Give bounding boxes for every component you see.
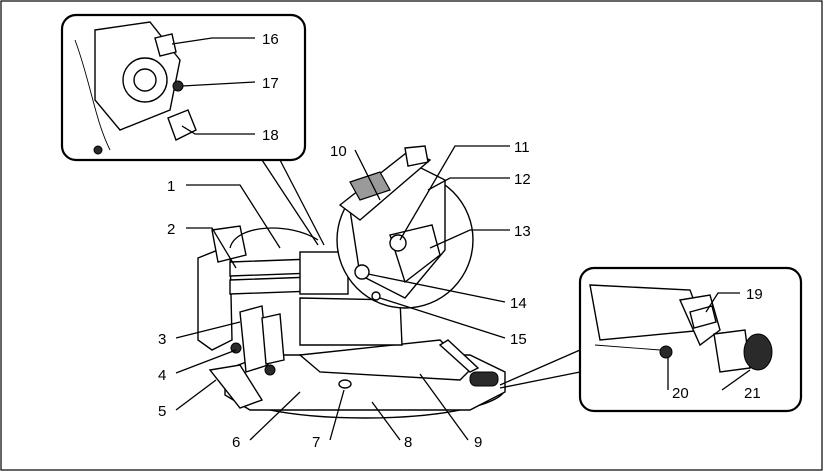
lever-pin	[372, 292, 380, 300]
lock-knob	[470, 372, 498, 386]
label-5: 5	[158, 403, 166, 420]
label-16: 16	[262, 31, 279, 48]
label-7: 7	[312, 434, 320, 451]
fence-post	[262, 314, 284, 364]
label-19: 19	[746, 286, 763, 303]
label-14: 14	[510, 295, 527, 312]
label-6: 6	[232, 434, 240, 451]
label-11: 11	[514, 139, 530, 156]
label-9: 9	[474, 434, 482, 451]
blade-bolt	[390, 235, 406, 251]
miter-saw-illustration	[198, 146, 505, 418]
label-8: 8	[404, 434, 412, 451]
inset-handle-detail	[62, 15, 324, 245]
foot-bolt	[265, 365, 275, 375]
label-18: 18	[262, 127, 279, 144]
inset-knob-21	[744, 334, 772, 370]
label-17: 17	[262, 75, 279, 92]
inset-screw	[94, 146, 102, 154]
label-10: 10	[330, 143, 347, 160]
inset-screw-20	[660, 346, 672, 358]
switch-handle	[405, 146, 428, 166]
motor-cover	[198, 250, 232, 350]
label-2: 2	[167, 221, 175, 238]
turntable-pin	[339, 380, 351, 388]
inset-knob-core	[134, 69, 156, 91]
label-3: 3	[158, 331, 166, 348]
label-21: 21	[744, 385, 761, 402]
label-20: 20	[672, 385, 689, 402]
label-15: 15	[510, 331, 527, 348]
lock-pin	[355, 265, 369, 279]
label-13: 13	[514, 223, 531, 240]
label-12: 12	[514, 171, 531, 188]
leader-5	[176, 380, 216, 410]
label-1: 1	[167, 178, 175, 195]
label-4: 4	[158, 367, 166, 384]
inset-pin-17	[173, 81, 183, 91]
